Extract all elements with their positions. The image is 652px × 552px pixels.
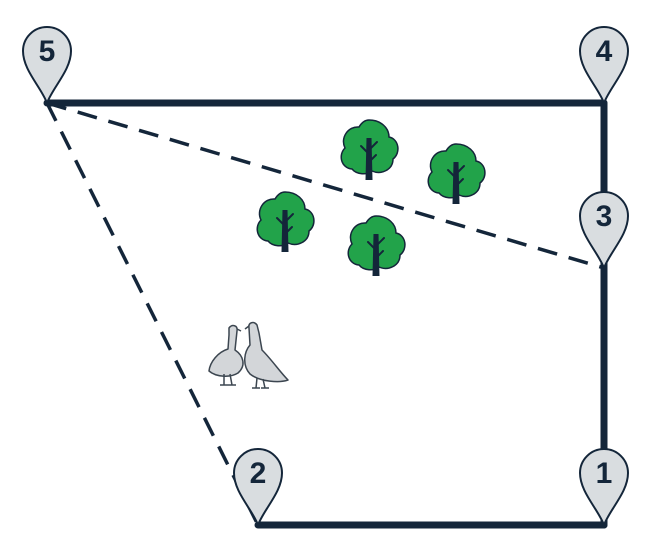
geese-group [208, 321, 289, 389]
goose-icon [208, 324, 244, 386]
marker-label: 4 [596, 35, 613, 68]
marker-label: 1 [596, 457, 613, 490]
marker-5[interactable]: 5 [21, 26, 73, 106]
tree-icon [256, 191, 315, 253]
marker-label: 3 [596, 200, 613, 233]
tree-icon [427, 143, 486, 205]
marker-2[interactable]: 2 [232, 448, 284, 528]
marker-label: 5 [39, 35, 56, 68]
goose-icon [244, 321, 289, 389]
tree-icon [340, 119, 399, 181]
segment-5-2 [45, 102, 260, 526]
marker-4[interactable]: 4 [578, 26, 630, 106]
segment-5-3 [46, 101, 605, 270]
marker-3[interactable]: 3 [578, 191, 630, 271]
marker-label: 2 [250, 457, 267, 490]
tree-icon [347, 215, 406, 277]
route-segments [43, 99, 608, 529]
marker-1[interactable]: 1 [578, 448, 630, 528]
